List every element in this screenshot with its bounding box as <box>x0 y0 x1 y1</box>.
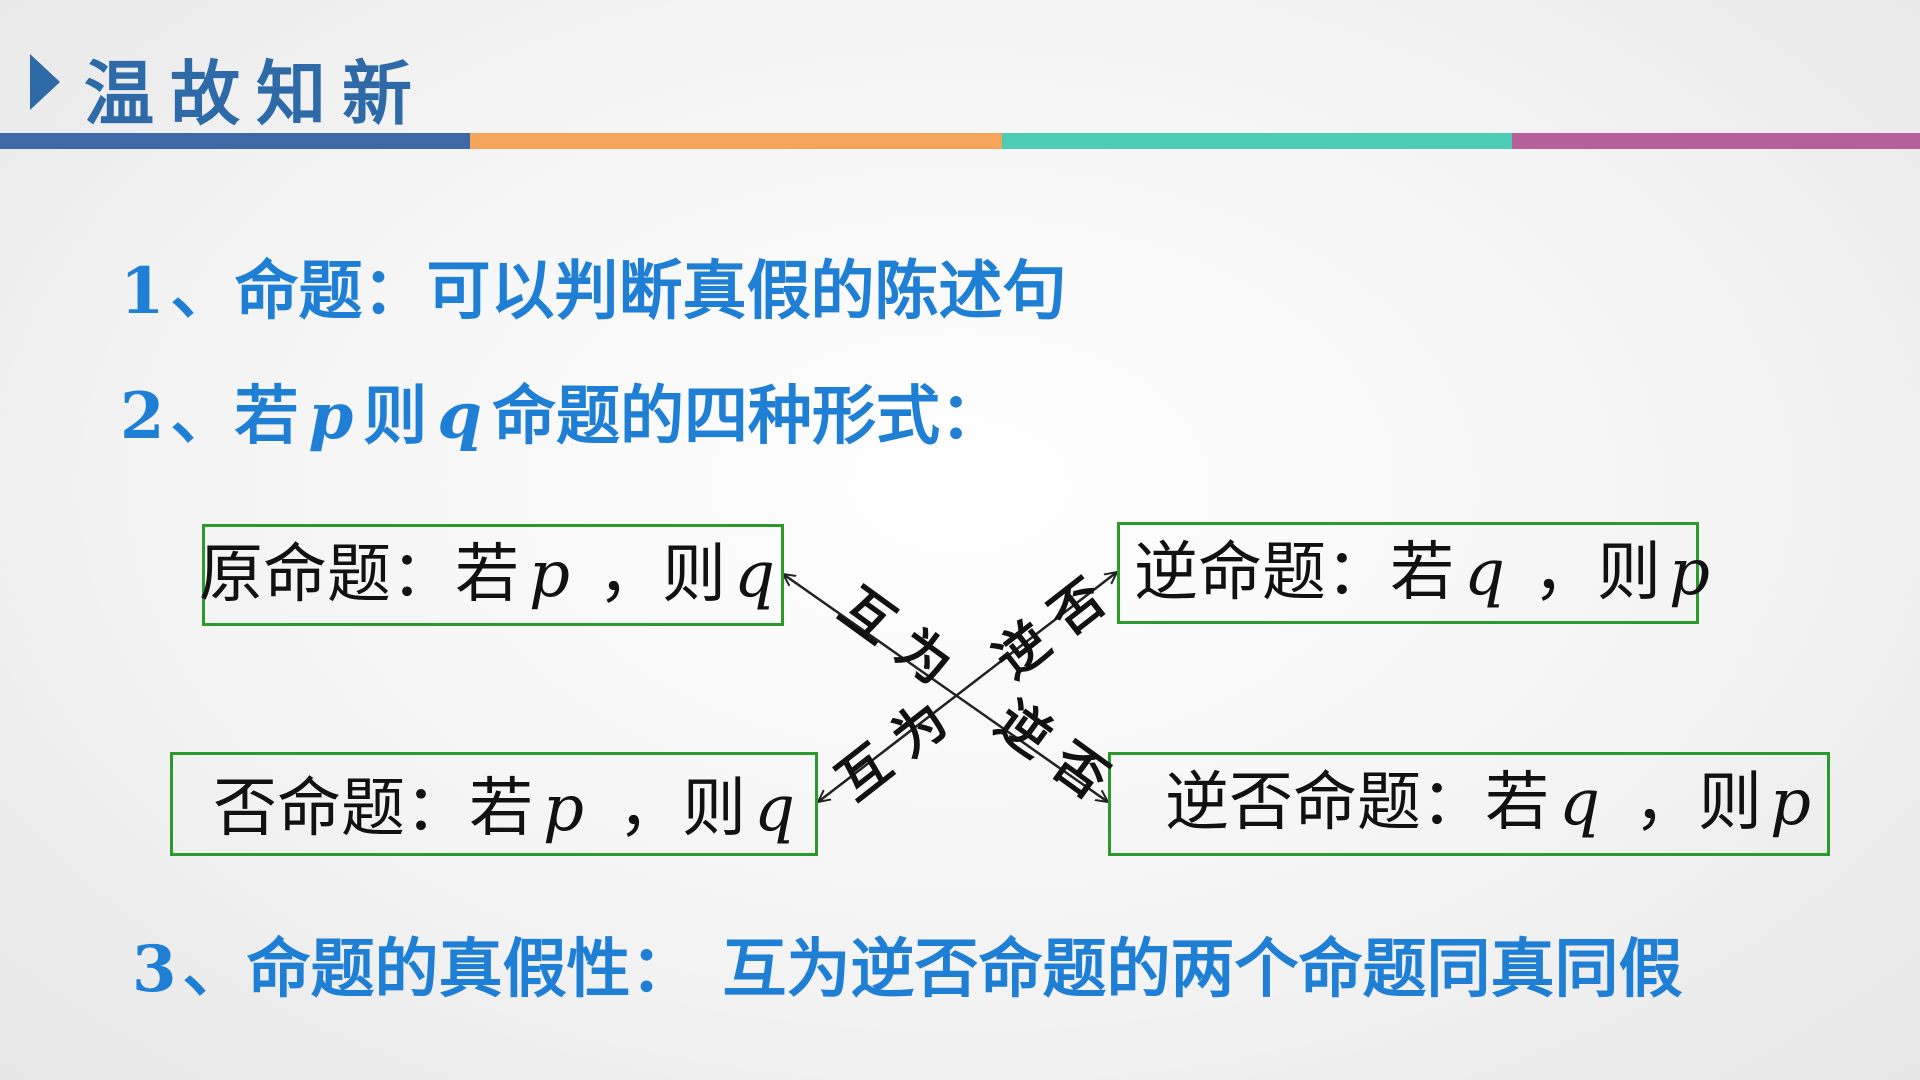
page-title: 温故知新 <box>84 53 428 135</box>
box-sep: ，则 <box>1633 766 1762 840</box>
box-label: 逆命题：若 <box>1134 536 1454 610</box>
item-number: 1 <box>120 254 165 329</box>
item-number: 3 <box>132 932 177 1007</box>
math-p: p <box>308 379 354 454</box>
math-b: q <box>733 538 775 612</box>
item-text-rest: 命题的四种形式： <box>492 380 1005 454</box>
item-3: 3、命题的真假性： 互为逆否命题的两个命题同真同假 <box>132 918 1683 1010</box>
math-q: q <box>437 379 483 454</box>
item-separator: 、 <box>170 255 235 329</box>
math-b: p <box>1668 536 1710 610</box>
math-a: q <box>1559 766 1600 840</box>
box-sep: ，则 <box>617 772 746 846</box>
box-sep: ，则 <box>1532 536 1661 610</box>
title-arrow-icon <box>30 54 60 110</box>
math-a: q <box>1464 536 1505 610</box>
color-bar-purple <box>1512 133 1920 149</box>
item-separator: 、 <box>170 380 235 454</box>
box-label: 否命题：若 <box>213 772 533 846</box>
math-a: p <box>543 772 584 846</box>
arrow-converse-inverse <box>818 572 1117 802</box>
box-label: 原命题：若 <box>199 538 519 612</box>
color-bar-orange <box>470 133 1002 149</box>
box-label: 逆否命题：若 <box>1165 766 1549 840</box>
color-bar-blue <box>0 133 470 149</box>
item-number: 2 <box>120 379 165 454</box>
box-sep: ，则 <box>597 538 726 612</box>
item-text: 互为逆否命题的两个命题同真同假 <box>722 933 1683 1007</box>
math-a: p <box>529 538 570 612</box>
item-1: 1、命题：可以判断真假的陈述句 <box>120 240 1067 332</box>
item-text-if: 若 <box>234 380 299 454</box>
color-bar-teal <box>1002 133 1512 149</box>
item-text-then: 则 <box>363 380 428 454</box>
math-b: p <box>1769 766 1811 840</box>
math-b: q <box>753 772 795 846</box>
item-label: 命题的真假性： <box>246 933 695 1007</box>
item-text: 命题：可以判断真假的陈述句 <box>234 255 1067 329</box>
item-separator: 、 <box>182 933 247 1007</box>
